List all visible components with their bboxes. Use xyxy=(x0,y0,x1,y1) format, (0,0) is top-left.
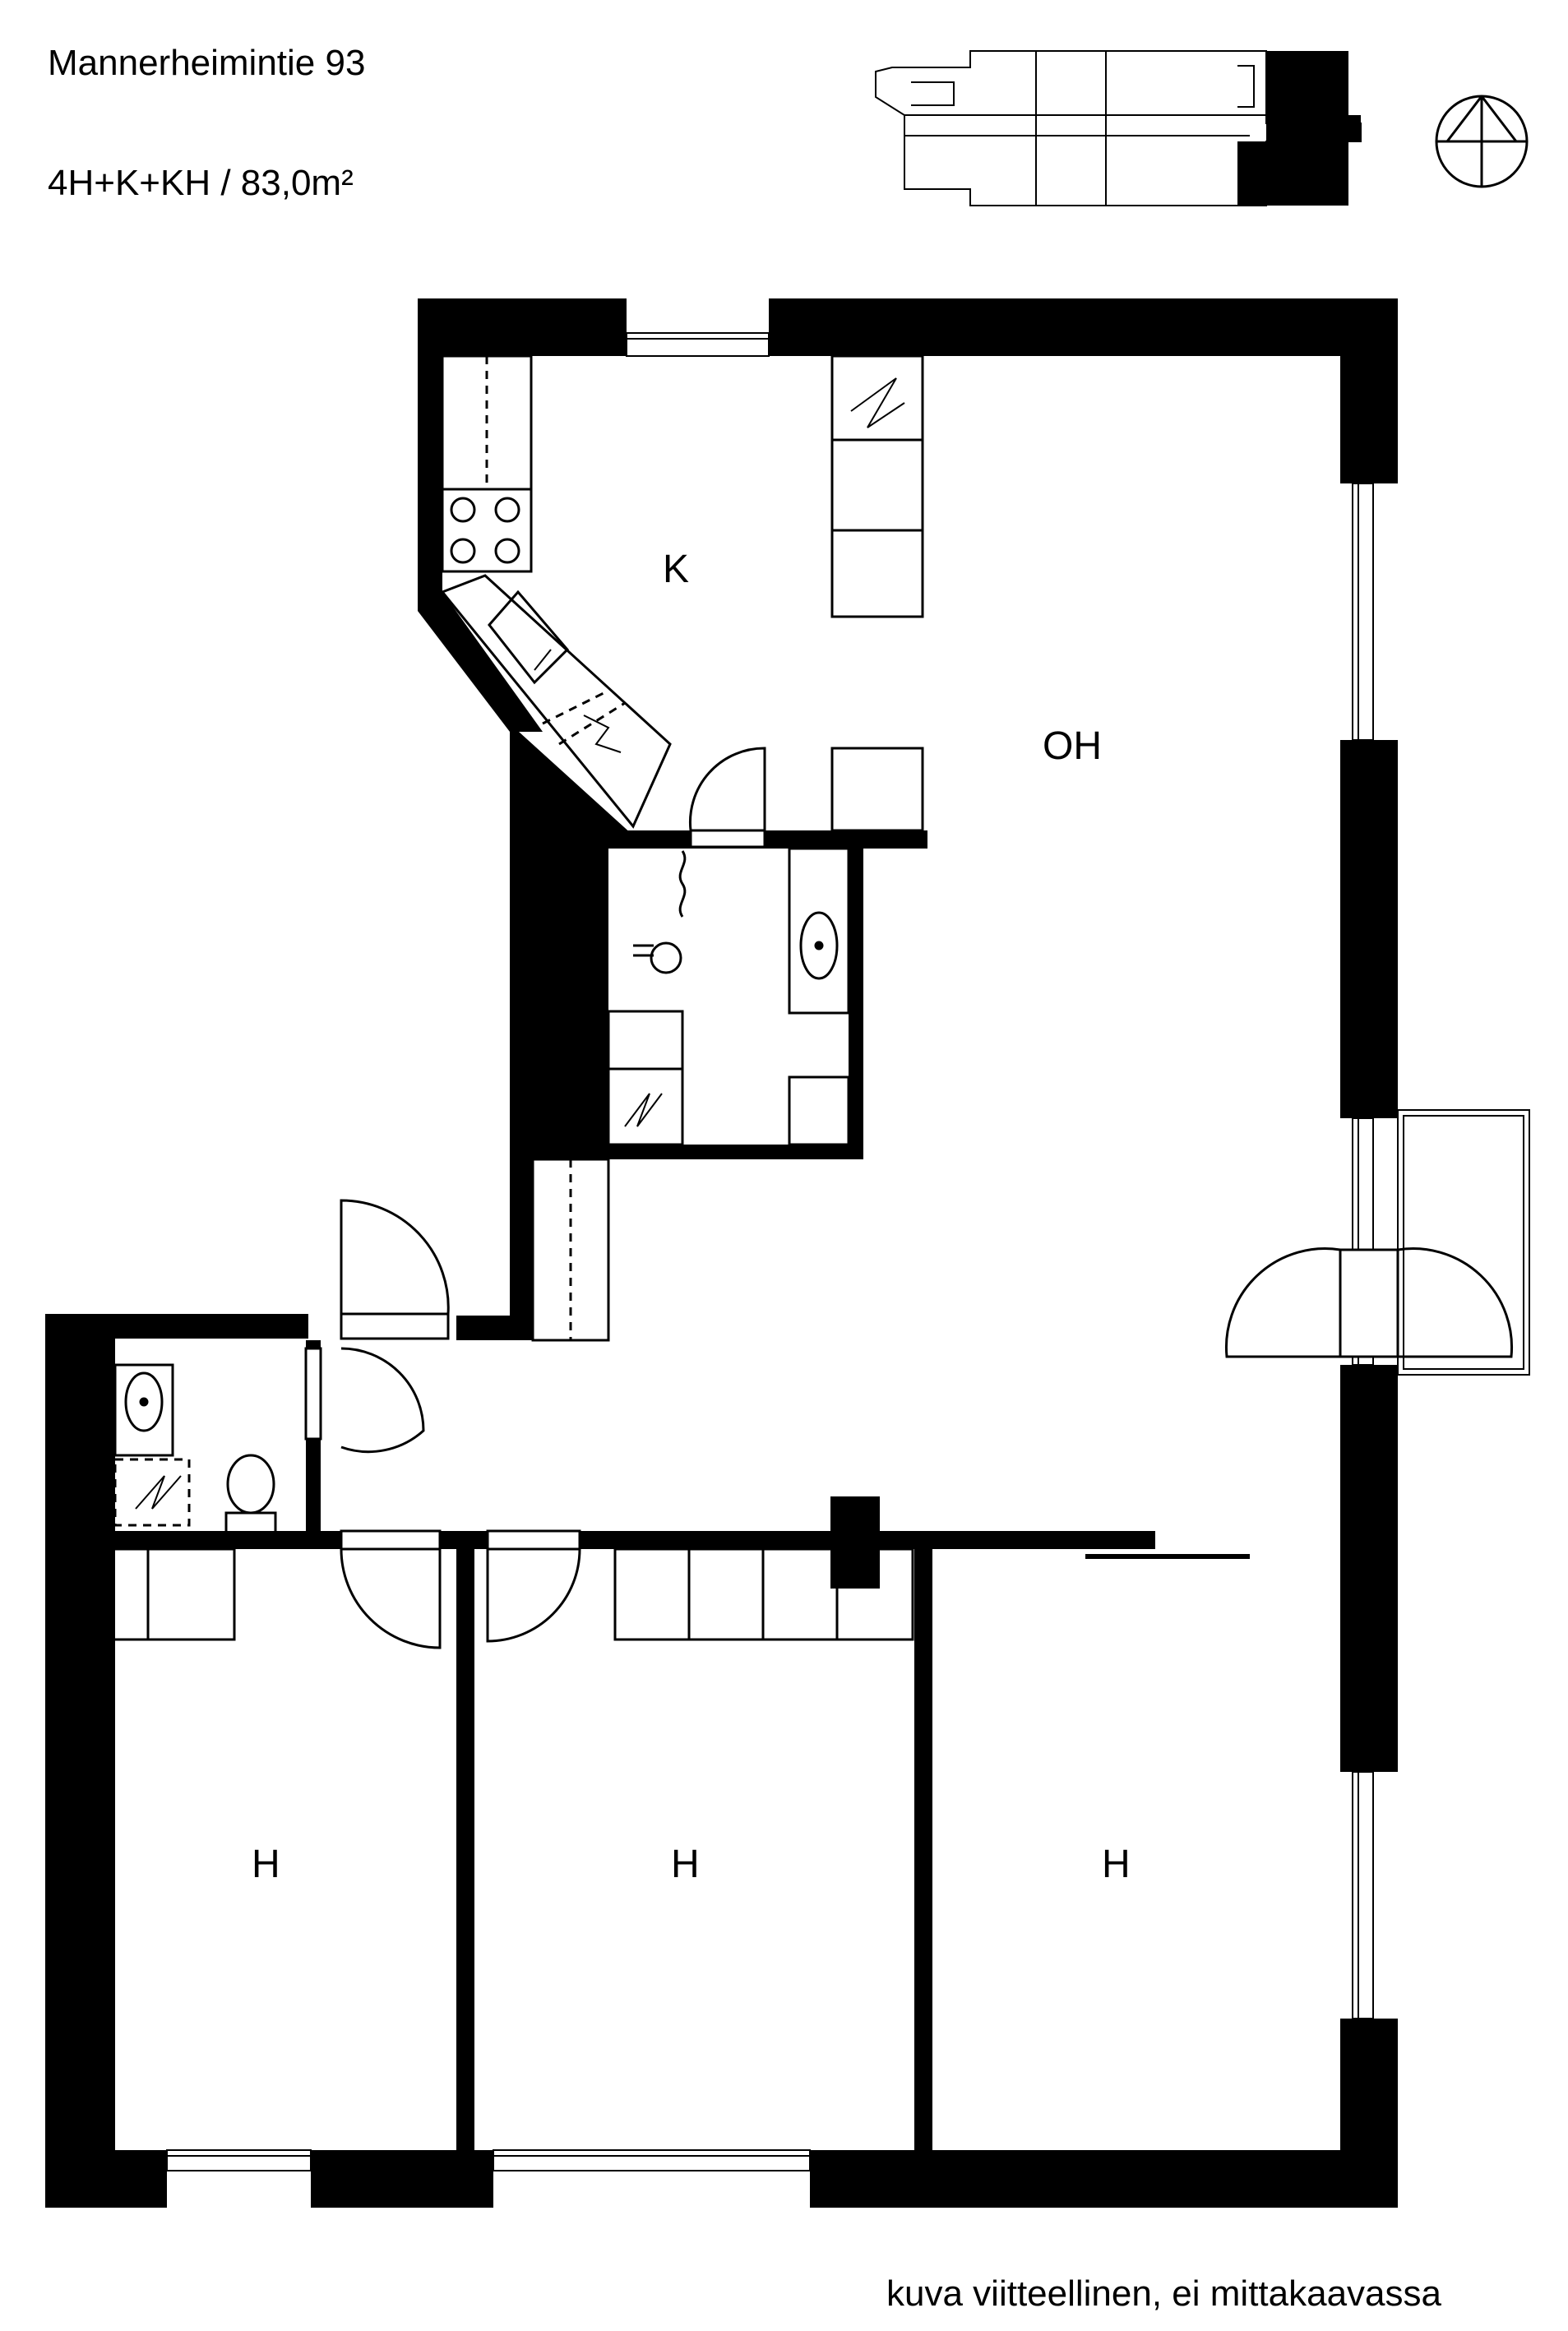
wc-fixtures xyxy=(113,1347,425,1535)
apartment-type-label: 4H+K+KH / 83,0m² xyxy=(48,163,354,203)
room-label-kitchen: K xyxy=(663,548,690,591)
room-label-living-room: OH xyxy=(1043,724,1102,768)
bedroom-fixtures xyxy=(68,1529,914,1649)
balcony xyxy=(1224,1109,1530,1376)
hallway xyxy=(340,1158,610,1342)
room-label-bedroom-left: H xyxy=(252,1843,280,1886)
address-title: Mannerheimintie 93 xyxy=(48,43,366,83)
room-label-bedroom-middle: H xyxy=(671,1843,700,1886)
walls xyxy=(45,298,1398,2208)
windows xyxy=(166,332,1374,2171)
room-label-bedroom-right: H xyxy=(1102,1843,1131,1886)
north-arrow-icon xyxy=(1435,95,1529,188)
disclaimer-footer: kuva viitteellinen, ei mittakaavassa xyxy=(886,2273,1441,2314)
bathroom-fixtures xyxy=(607,847,850,1146)
apartment-highlight xyxy=(1237,51,1361,206)
kitchen-fixtures xyxy=(440,354,924,849)
